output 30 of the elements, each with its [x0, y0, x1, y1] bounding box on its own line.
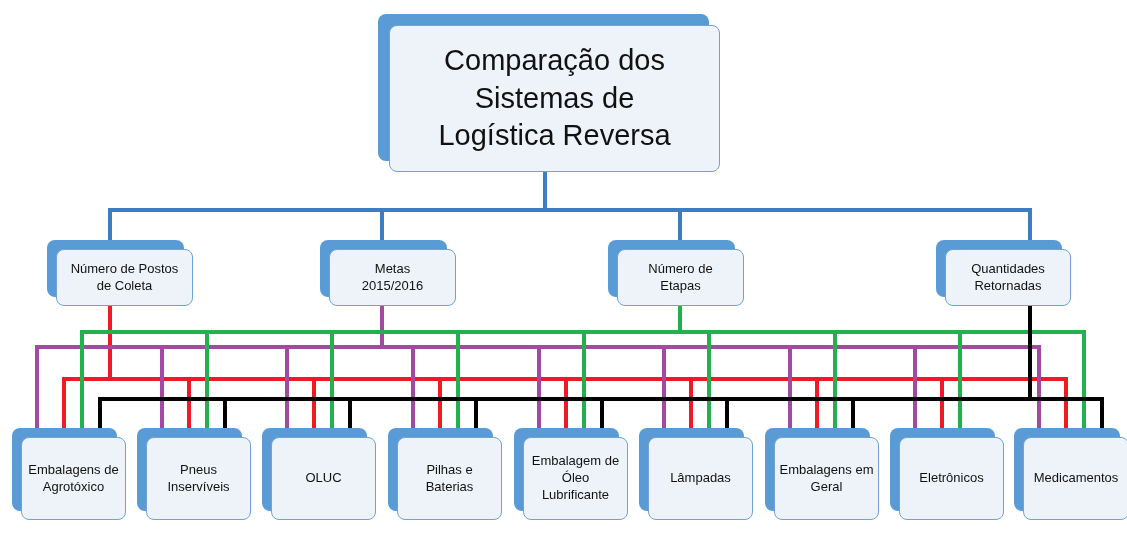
card-label: Metas 2015/2016: [360, 260, 425, 295]
card-label: Pneus Inservíveis: [166, 461, 231, 496]
topic-card: [890, 428, 1004, 520]
card-label: Lâmpadas: [669, 470, 732, 487]
card-label: Embalagens de Agrotóxico: [27, 461, 120, 496]
card-label: Pilhas e Baterias: [424, 461, 475, 496]
card-label: Número de Postos de Coleta: [69, 260, 180, 295]
topic-card: [608, 240, 744, 306]
card-label: Quantidades Retornadas: [970, 260, 1046, 295]
card-label: Eletrônicos: [918, 470, 985, 487]
card-label: Comparação dos Sistemas de Logística Reversa: [437, 42, 672, 154]
topic-card: [514, 428, 628, 520]
card-label: OLUC: [304, 470, 343, 487]
topic-card: [262, 428, 376, 520]
connector-line: [1028, 306, 1104, 428]
topic-card: [1014, 428, 1127, 520]
topic-card: [47, 240, 193, 306]
topic-card: [639, 428, 753, 520]
topic-card: [388, 428, 502, 520]
topic-card: [378, 14, 720, 172]
connector-line: [543, 172, 1032, 240]
card-label: Número de Etapas: [647, 260, 714, 295]
topic-card: [320, 240, 456, 306]
topic-card: [137, 428, 251, 520]
card-label: Medicamentos: [1032, 470, 1120, 487]
topic-card: [12, 428, 126, 520]
card-label: Embalagens em Geral: [778, 461, 875, 496]
topic-card: [765, 428, 879, 520]
card-label: Embalagem de Óleo Lubrificante: [530, 453, 621, 504]
topic-card: [936, 240, 1071, 306]
